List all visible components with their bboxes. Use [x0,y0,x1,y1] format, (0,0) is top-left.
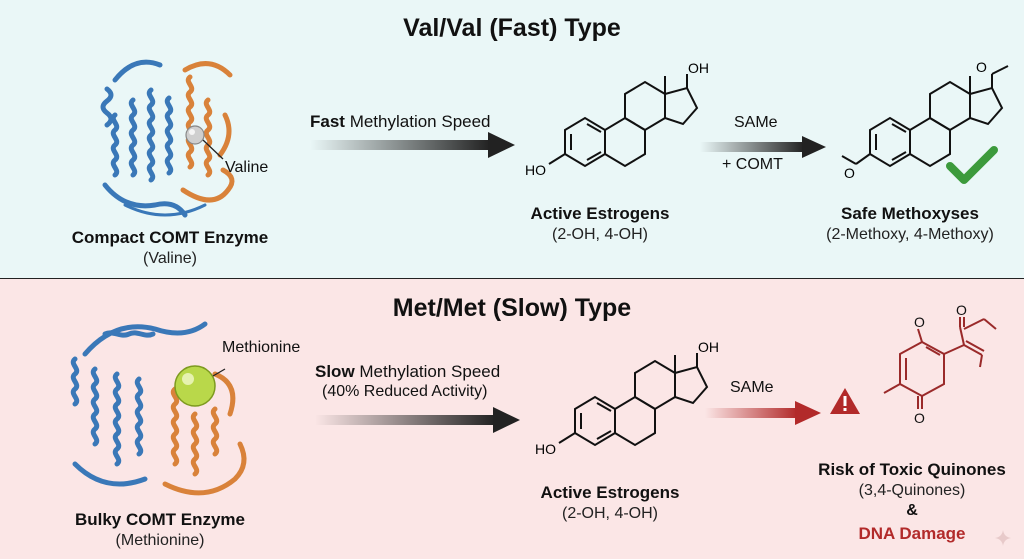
quinone-o-right: O [956,302,967,318]
same-label: SAMe [734,114,778,131]
quinone-o-bottom: O [914,410,925,426]
fast-methylation-arrow [310,132,515,158]
slow-methylation-label: Slow Methylation Speed [315,362,501,381]
compact-enzyme-subtitle: (Valine) [143,250,197,267]
fast-methylation-label: Fast Methylation Speed [310,112,491,131]
warning-triangle-icon [830,388,860,414]
ho-label: HO [525,162,546,178]
quinone-o-top: O [914,314,925,330]
safe-methoxyses-title: Safe Methoxyses [841,204,979,223]
slow-methylation-arrow [315,407,520,433]
active-estrogens-subtitle-slow: (2-OH, 4-OH) [562,505,658,522]
estrogen-structure-icon-slow: OH HO [535,339,719,457]
reduced-activity-label: (40% Reduced Activity) [322,383,488,400]
toxic-quinones-subtitle: (3,4-Quinones) [858,482,966,499]
compact-comt-protein-icon [100,59,235,218]
oh-label: OH [688,60,709,76]
active-estrogens-title: Active Estrogens [530,204,670,223]
same-red-arrow [705,401,821,425]
same-comt-arrow [700,136,826,158]
oh-label-slow: OH [698,339,719,355]
sparkle-icon [995,530,1011,546]
active-estrogens-title-slow: Active Estrogens [540,483,680,502]
dna-damage-label: DNA Damage [858,524,966,543]
svg-text:O: O [976,59,987,75]
ho-label-slow: HO [535,441,556,457]
fast-type-panel: Val/Val (Fast) Type [0,0,1024,279]
plus-comt-label: + COMT [722,156,783,173]
fast-panel-title: Val/Val (Fast) Type [403,14,621,42]
toxic-quinones-title: Risk of Toxic Quinones [818,460,1006,479]
bulky-enzyme-title: Bulky COMT Enzyme [74,510,246,529]
check-mark-icon [946,146,998,184]
ampersand: & [906,502,918,519]
bulky-comt-protein-icon [70,321,247,496]
active-estrogens-subtitle: (2-OH, 4-OH) [552,226,648,243]
bulky-enzyme-subtitle: (Methionine) [115,532,205,549]
quinone-structure-icon: O O O [883,302,997,426]
slow-type-panel: Met/Met (Slow) Type Methion [0,279,1024,559]
methionine-label: Methionine [222,339,301,356]
estrogen-structure-icon: OH HO [525,60,709,178]
same-label-slow: SAMe [730,379,774,396]
safe-methoxyses-subtitle: (2-Methoxy, 4-Methoxy) [826,226,994,243]
slow-panel-title: Met/Met (Slow) Type [392,294,632,322]
valine-label: Valine [225,159,269,176]
svg-text:O: O [844,165,855,181]
methoxy-structure-icon: O O [841,59,1009,181]
compact-enzyme-title: Compact COMT Enzyme [71,228,269,247]
